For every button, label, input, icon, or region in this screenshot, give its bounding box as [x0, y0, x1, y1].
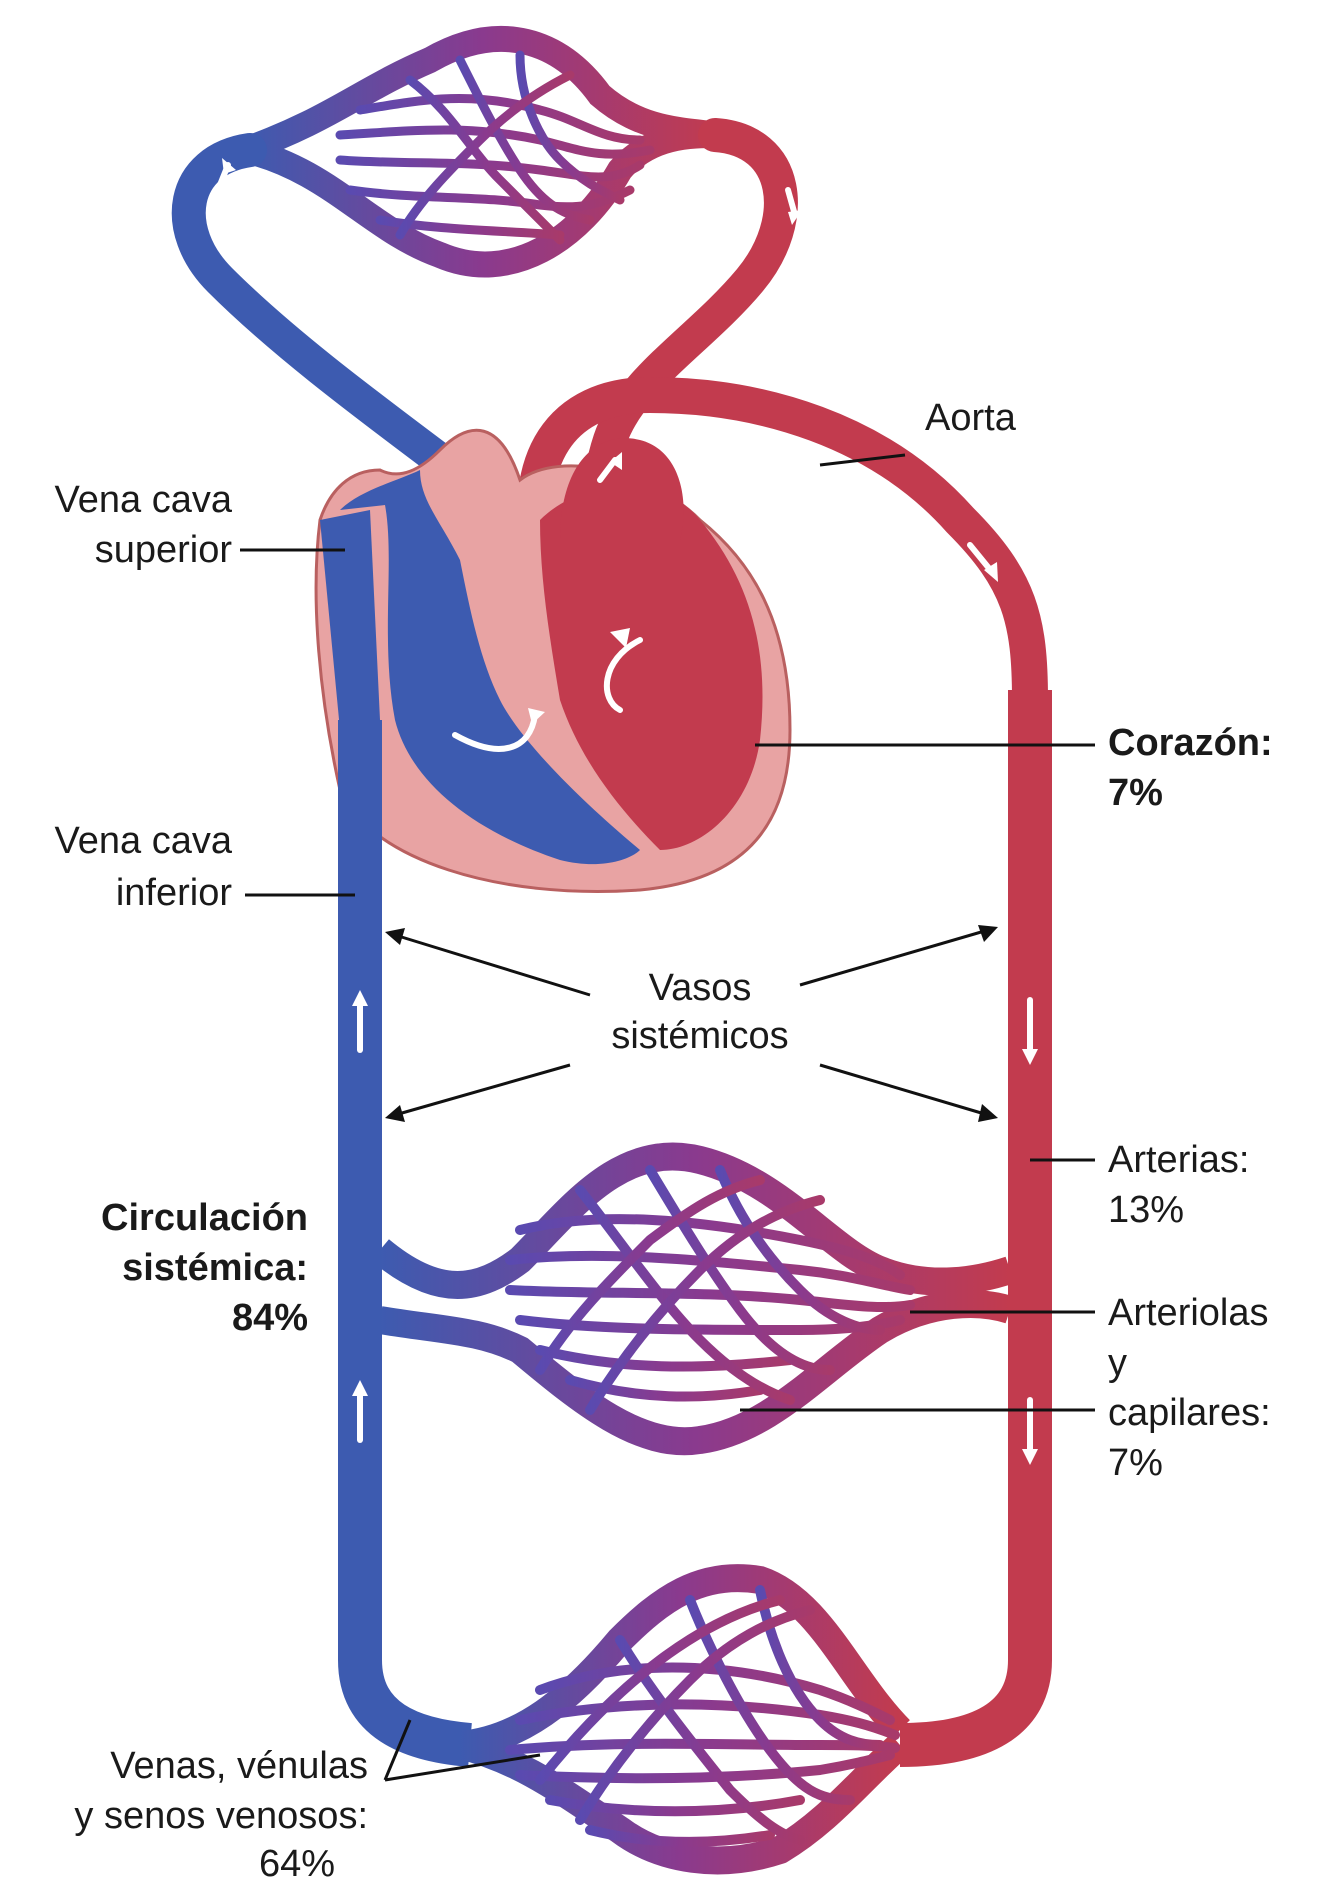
label-vasos-sistemicos-1: Vasos	[649, 967, 752, 1009]
label-venas-3: 64%	[259, 1843, 335, 1883]
descending-aorta-vessel	[900, 690, 1038, 1745]
label-arteriolas-3: capilares:	[1108, 1392, 1271, 1434]
label-arterias-2: 13%	[1108, 1189, 1184, 1231]
label-vena-cava-superior-1: Vena cava	[55, 479, 233, 521]
label-circulacion-sistemica-2: sistémica:	[122, 1247, 308, 1289]
label-corazon-2: 7%	[1108, 772, 1163, 814]
label-arterias-1: Arterias:	[1108, 1139, 1249, 1181]
label-vena-cava-inferior-1: Vena cava	[55, 820, 233, 862]
label-vena-cava-superior-2: superior	[95, 529, 233, 571]
label-circulacion-sistemica-3: 84%	[232, 1297, 308, 1339]
systemic-capillary-bed-middle	[380, 1156, 1010, 1441]
label-venas-2: y senos venosos:	[74, 1795, 368, 1837]
label-arteriolas-2: y	[1108, 1342, 1127, 1384]
pulmonary-capillary-bed	[245, 39, 720, 264]
label-corazon-1: Corazón:	[1108, 722, 1273, 764]
vena-cava-inferior-vessel	[352, 720, 470, 1745]
label-aorta: Aorta	[925, 397, 1017, 439]
systemic-capillary-bed-bottom	[460, 1578, 900, 1860]
heart	[316, 430, 790, 891]
label-arteriolas-1: Arteriolas	[1108, 1292, 1269, 1334]
label-arteriolas-4: 7%	[1108, 1442, 1163, 1484]
label-venas-1: Venas, vénulas	[110, 1745, 368, 1787]
label-vena-cava-inferior-2: inferior	[116, 872, 232, 914]
label-vasos-sistemicos-2: sistémicos	[611, 1015, 788, 1057]
label-circulacion-sistemica-1: Circulación	[101, 1197, 308, 1239]
